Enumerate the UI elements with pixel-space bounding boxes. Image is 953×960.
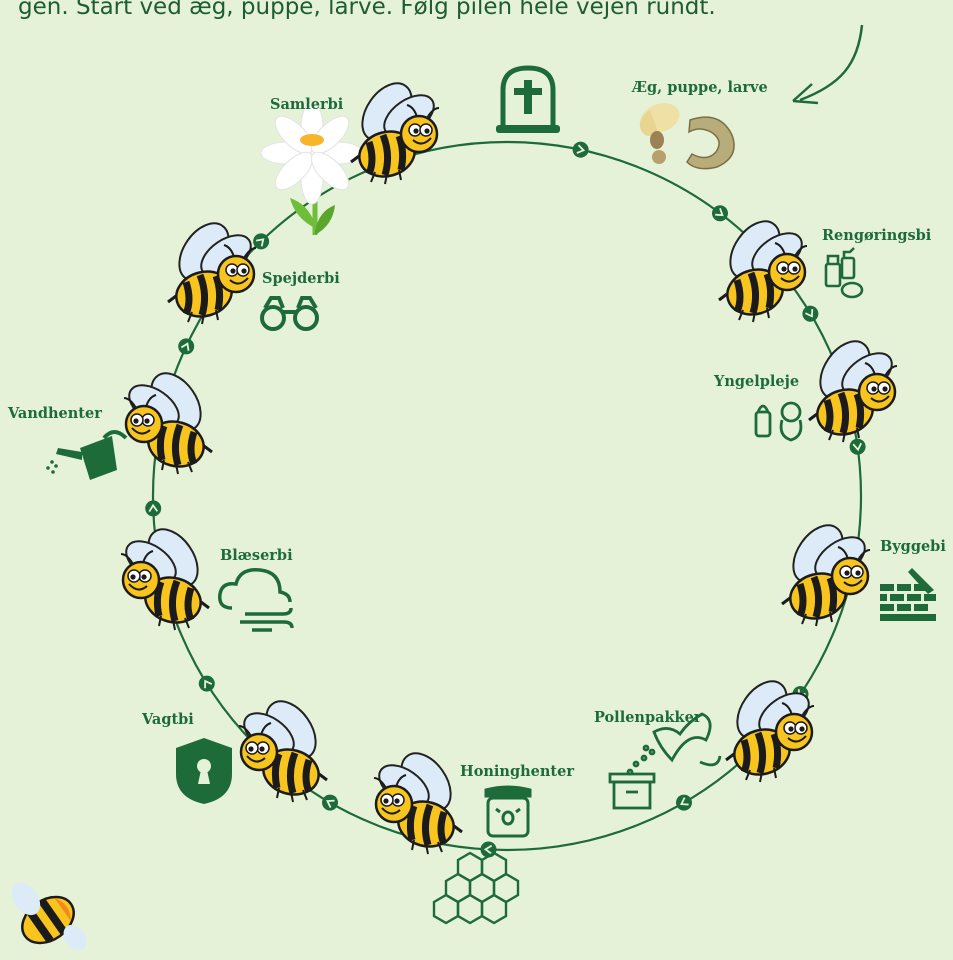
ring-arrow-marker xyxy=(178,338,195,355)
cleaning-supplies-icon xyxy=(824,247,864,299)
lifecycle-ring xyxy=(151,140,863,852)
stage-label-scout: Spejderbi xyxy=(262,270,340,287)
stage-label-water: Vandhenter xyxy=(7,405,102,422)
larva-pupa-egg-icon xyxy=(639,103,735,170)
binoculars-icon xyxy=(260,296,319,331)
stage-label-fanner: Blæserbi xyxy=(220,547,293,564)
bee-water xyxy=(122,364,212,474)
gravestone-cross-icon xyxy=(496,65,560,133)
intro-text: gen. Start ved æg, puppe, larve. Følg pi… xyxy=(18,0,716,20)
ring-arrow-marker xyxy=(712,205,728,222)
stage-label-cleaner: Rengøringsbi xyxy=(822,227,932,244)
stage-label-egg: Æg, puppe, larve xyxy=(631,79,768,96)
start-arrow xyxy=(799,24,864,102)
ring-arrow-marker xyxy=(253,233,270,250)
daisy-flower-icon xyxy=(260,101,364,235)
stage-label-forager: Samlerbi xyxy=(270,96,344,113)
bee-scout xyxy=(168,214,258,324)
honeycomb-icon xyxy=(432,851,520,925)
stage-label-builder: Byggebi xyxy=(880,538,946,555)
bee-fanner xyxy=(119,520,209,630)
bee-nurse xyxy=(809,332,899,442)
shield-keyhole-icon xyxy=(176,738,232,804)
flower-pollen-box-icon xyxy=(608,712,722,810)
ring-arrow-marker xyxy=(572,141,589,158)
watering-can-icon xyxy=(46,430,128,480)
wind-cloud-icon xyxy=(218,568,294,632)
stage-label-guard: Vagtbi xyxy=(141,711,194,728)
stage-label-honey: Honinghenter xyxy=(460,763,574,780)
ring-arrow-marker xyxy=(322,794,338,811)
ring-arrow-marker xyxy=(145,500,162,517)
ring-arrow-marker xyxy=(676,794,692,811)
bee-cleaner xyxy=(719,212,809,322)
ring-arrow-marker xyxy=(849,438,866,455)
bee-forager xyxy=(351,74,441,184)
stage-label-pollen: Pollenpakker xyxy=(594,709,702,726)
baby-bottle-icon xyxy=(754,401,803,442)
honey-jar-icon xyxy=(484,785,532,838)
ring-arrow-marker xyxy=(198,675,215,692)
bee-guard xyxy=(237,692,327,802)
stage-label-nurse: Yngelpleje xyxy=(713,373,799,390)
bee-honey xyxy=(372,744,462,854)
brick-wall-trowel-icon xyxy=(880,568,936,621)
corner-bee-icon xyxy=(11,882,87,951)
ring-arrow-marker xyxy=(802,305,819,322)
